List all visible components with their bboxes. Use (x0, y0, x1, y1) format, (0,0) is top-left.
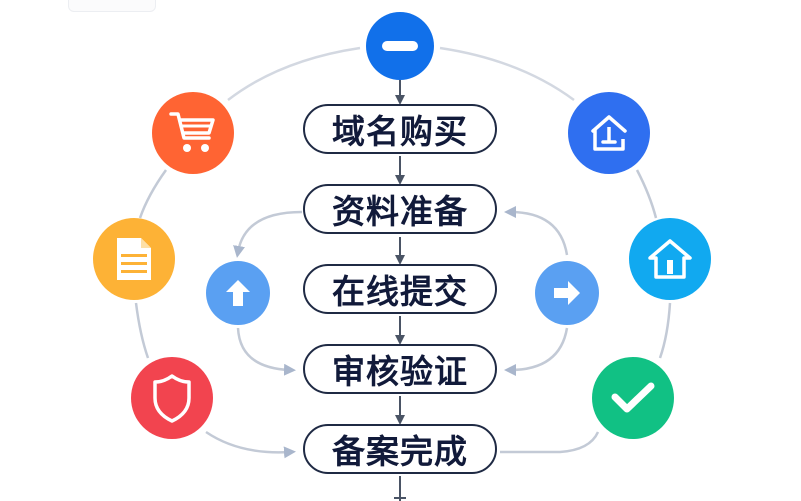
shield-icon (153, 374, 191, 423)
check-node[interactable] (592, 357, 674, 439)
cart-node[interactable] (152, 92, 234, 174)
step-label: 备案完成 (332, 432, 468, 471)
upload-home-icon (591, 115, 627, 151)
step-online-submission[interactable]: 在线提交 (303, 264, 497, 314)
shield-node[interactable] (131, 357, 213, 439)
home-node[interactable] (629, 218, 711, 300)
check-icon (611, 382, 655, 413)
document-icon (117, 238, 151, 280)
step-filing-complete[interactable]: 备案完成 (303, 424, 497, 474)
step-material-preparation[interactable]: 资料准备 (303, 184, 497, 234)
step-domain-purchase[interactable]: 域名购买 (303, 104, 497, 154)
faint-header-tab (68, 0, 156, 12)
minus-node[interactable] (366, 12, 434, 80)
arrow-up-icon (226, 280, 250, 306)
arrow-right-node[interactable] (535, 261, 599, 325)
document-node[interactable] (93, 218, 175, 300)
home-icon (648, 239, 692, 279)
step-label: 资料准备 (332, 192, 468, 231)
step-label: 域名购买 (332, 112, 468, 151)
arrow-right-icon (554, 281, 580, 305)
step-label: 审核验证 (332, 352, 468, 391)
minus-icon (382, 41, 418, 51)
arrow-up-node[interactable] (206, 261, 270, 325)
upload-home-node[interactable] (568, 92, 650, 174)
cart-icon (169, 112, 215, 152)
step-label: 在线提交 (332, 272, 468, 311)
step-review-verification[interactable]: 审核验证 (303, 344, 497, 394)
